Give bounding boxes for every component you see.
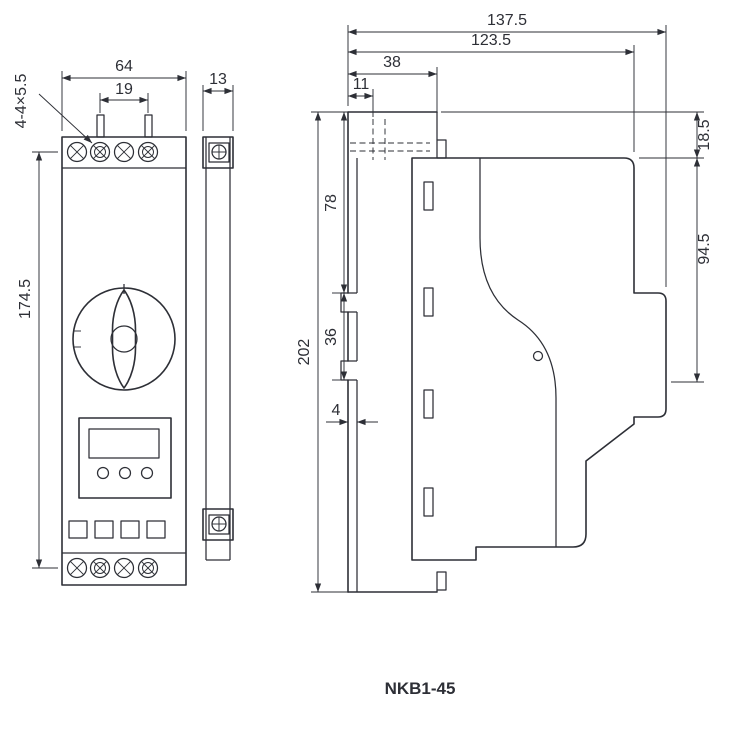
dim-side-plate-thickness: 4 bbox=[326, 402, 378, 426]
vent-slot bbox=[423, 181, 434, 211]
mounting-plate bbox=[340, 111, 447, 593]
dim-side-din-rail: 36 bbox=[323, 293, 348, 381]
dim-side-top-offset: 38 bbox=[348, 54, 438, 134]
panel-button bbox=[96, 466, 110, 480]
dim-label-hole-pitch: 19 bbox=[115, 81, 133, 98]
bottom-clip-tab bbox=[436, 571, 447, 591]
rotary-handle bbox=[72, 284, 176, 391]
label-mounting-holes: 4-4×5.5 bbox=[13, 74, 93, 144]
dim-side-total-depth: 137.5 bbox=[347, 12, 667, 287]
dim-side-screw-offset: 11 bbox=[348, 76, 374, 117]
vent-slot bbox=[423, 487, 434, 517]
dim-front-bracket-width: 13 bbox=[202, 71, 234, 131]
top-tab-left bbox=[96, 114, 105, 138]
top-tab-right bbox=[144, 114, 153, 138]
dim-label-total-depth: 137.5 bbox=[487, 12, 527, 29]
bracket-pad-bottom bbox=[202, 508, 234, 541]
dim-side-upper-section: 78 bbox=[323, 112, 348, 294]
dim-side-top-step: 18.5 bbox=[441, 111, 713, 159]
side-view: 137.5 123.5 38 11 202 78 bbox=[296, 12, 713, 593]
button-square bbox=[146, 520, 166, 539]
dim-label-din-rail: 36 bbox=[323, 328, 340, 346]
dim-side-body-depth: 123.5 bbox=[348, 32, 635, 152]
dim-label-front-depth: 94.5 bbox=[696, 233, 713, 264]
dim-label-top-step: 18.5 bbox=[696, 119, 713, 150]
dim-side-height: 202 bbox=[296, 111, 348, 593]
case-hole bbox=[532, 350, 544, 362]
handle-hub bbox=[110, 325, 138, 353]
bottom-terminal-screws bbox=[66, 557, 159, 579]
model-label: NKB1-45 bbox=[385, 679, 456, 698]
dim-label-body-depth: 123.5 bbox=[471, 32, 511, 49]
top-clip-tab bbox=[436, 139, 447, 159]
side-body bbox=[411, 157, 667, 561]
dim-front-hole-pitch: 19 bbox=[99, 81, 149, 113]
handle-bezel bbox=[72, 287, 176, 391]
panel-button bbox=[140, 466, 154, 480]
din-rail-hook-bottom bbox=[340, 360, 357, 381]
dim-label-screw-offset: 11 bbox=[353, 76, 370, 93]
panel-outline bbox=[78, 417, 172, 499]
side-mounting-bracket bbox=[202, 136, 234, 561]
vent-slot bbox=[423, 389, 434, 419]
dim-label-height: 174.5 bbox=[17, 279, 34, 319]
front-body-outline bbox=[61, 136, 187, 586]
display-panel bbox=[78, 417, 172, 499]
button-square bbox=[120, 520, 140, 539]
front-view: 64 19 13 4-4×5.5 174.5 bbox=[13, 58, 234, 586]
leader-line bbox=[38, 93, 93, 144]
lower-buttons bbox=[68, 520, 166, 539]
dim-label-mounting-holes: 4-4×5.5 bbox=[13, 74, 30, 129]
top-terminal-screws bbox=[66, 141, 159, 163]
dim-label-plate-thickness: 4 bbox=[332, 402, 341, 419]
din-rail-hook-top bbox=[340, 292, 357, 313]
dim-label-bracket-width: 13 bbox=[209, 71, 227, 88]
side-body-outline bbox=[411, 157, 667, 561]
dim-label-upper-section: 78 bbox=[323, 194, 340, 212]
button-square bbox=[94, 520, 114, 539]
dim-label-width: 64 bbox=[115, 58, 133, 75]
dim-front-height: 174.5 bbox=[17, 151, 58, 569]
panel-button bbox=[118, 466, 132, 480]
bracket-pad-top bbox=[202, 136, 234, 169]
dim-front-width: 64 bbox=[61, 58, 187, 131]
dim-label-height: 202 bbox=[296, 339, 313, 366]
cover-split-line bbox=[479, 158, 557, 547]
dim-label-top-offset: 38 bbox=[383, 54, 401, 71]
handle-grip bbox=[111, 289, 137, 389]
dim-side-front-depth: 94.5 bbox=[671, 158, 713, 383]
vent-slot bbox=[423, 287, 434, 317]
button-square bbox=[68, 520, 88, 539]
front-body bbox=[61, 114, 187, 586]
panel-screen bbox=[88, 428, 160, 459]
